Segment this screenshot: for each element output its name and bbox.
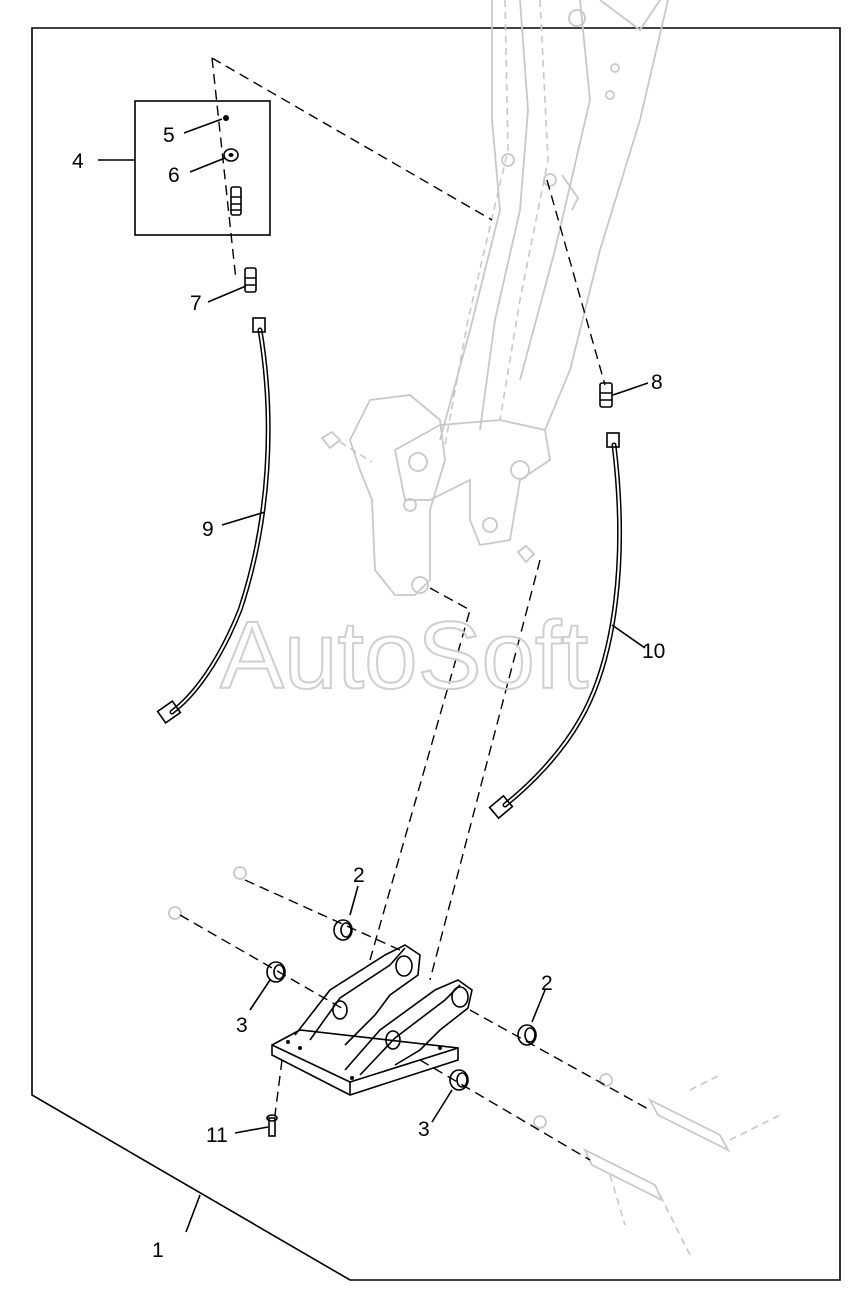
callout-1: 1 xyxy=(152,1239,164,1262)
leader-lines xyxy=(98,118,649,1233)
adapter-fitting xyxy=(230,186,242,216)
callout-8: 8 xyxy=(651,371,663,394)
callout-11: 11 xyxy=(206,1124,228,1147)
callout-5: 5 xyxy=(163,124,175,147)
callouts: 1 2 2 3 3 4 5 6 7 8 9 10 11 xyxy=(72,124,665,1262)
callout-9: 9 xyxy=(202,518,214,541)
callout-3b: 3 xyxy=(418,1118,430,1141)
callout-3a: 3 xyxy=(236,1014,248,1037)
hose-9 xyxy=(156,317,271,725)
assembly-frame xyxy=(31,27,841,1281)
fitting-7 xyxy=(244,267,257,293)
washer xyxy=(223,148,239,162)
watermark: AutoSoft xyxy=(220,602,588,709)
callout-7: 7 xyxy=(190,292,202,315)
callout-10: 10 xyxy=(642,640,665,663)
callout-2b: 2 xyxy=(541,972,553,995)
bushing-2b xyxy=(517,1024,537,1046)
fitting-8 xyxy=(599,382,613,408)
bushing-3a xyxy=(266,961,286,983)
assembly-lines xyxy=(179,57,651,1161)
grease-fitting xyxy=(223,115,229,121)
callout-6: 6 xyxy=(168,164,180,187)
callout-4: 4 xyxy=(72,150,84,173)
hose-10 xyxy=(488,432,622,820)
bushing-2a xyxy=(333,919,353,941)
ghost-boom xyxy=(168,0,781,1256)
bushing-3b xyxy=(449,1069,469,1091)
kit-box xyxy=(134,100,271,236)
bolt-11 xyxy=(266,1114,278,1137)
callout-2a: 2 xyxy=(353,864,365,887)
mounting-bracket xyxy=(271,944,473,1096)
